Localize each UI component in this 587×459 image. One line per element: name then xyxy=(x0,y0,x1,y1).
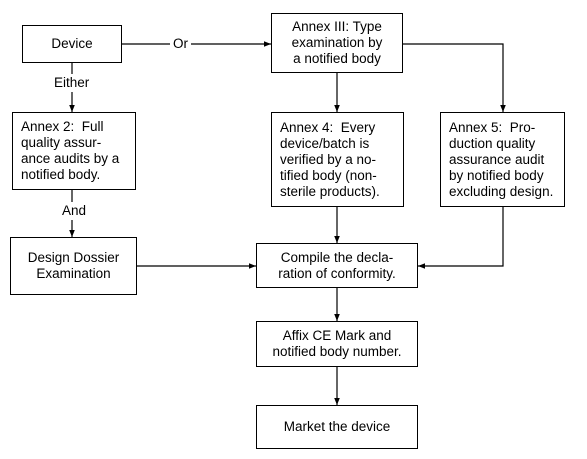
annex4-node-text: Annex 4: Every device/batch is verified … xyxy=(280,119,380,199)
device-node-text: Device xyxy=(51,36,93,51)
label-either: Either xyxy=(52,74,92,92)
design-dossier-node: Design Dossier Examination xyxy=(10,237,137,295)
compile-declaration-node: Compile the decla- ration of conformity. xyxy=(256,243,418,288)
affix-ce-mark-node-text: Affix CE Mark and notified body number. xyxy=(272,328,402,359)
label-and: And xyxy=(60,202,89,220)
annex5-node: Annex 5: Pro- duction quality assurance … xyxy=(440,112,565,207)
affix-ce-mark-node: Affix CE Mark and notified body number. xyxy=(256,321,418,367)
market-device-node-text: Market the device xyxy=(283,419,391,434)
annex2-node-text: Annex 2: Full quality assur- ance audits… xyxy=(21,119,120,182)
annex3-node-text: Annex III: Type examination by a notifie… xyxy=(291,19,383,66)
edge-annex3-annex5 xyxy=(403,43,506,112)
annex5-node-text: Annex 5: Pro- duction quality assurance … xyxy=(449,119,554,199)
annex2-node: Annex 2: Full quality assur- ance audits… xyxy=(12,112,136,190)
edge-annex5-compile xyxy=(418,207,504,269)
design-dossier-node-text: Design Dossier Examination xyxy=(27,250,120,281)
market-device-node: Market the device xyxy=(256,405,418,449)
device-node: Device xyxy=(22,25,122,63)
compile-declaration-node-text: Compile the decla- ration of conformity. xyxy=(278,249,396,281)
annex3-node: Annex III: Type examination by a notifie… xyxy=(271,13,403,73)
label-or: Or xyxy=(170,36,191,52)
annex4-node: Annex 4: Every device/batch is verified … xyxy=(271,112,404,207)
